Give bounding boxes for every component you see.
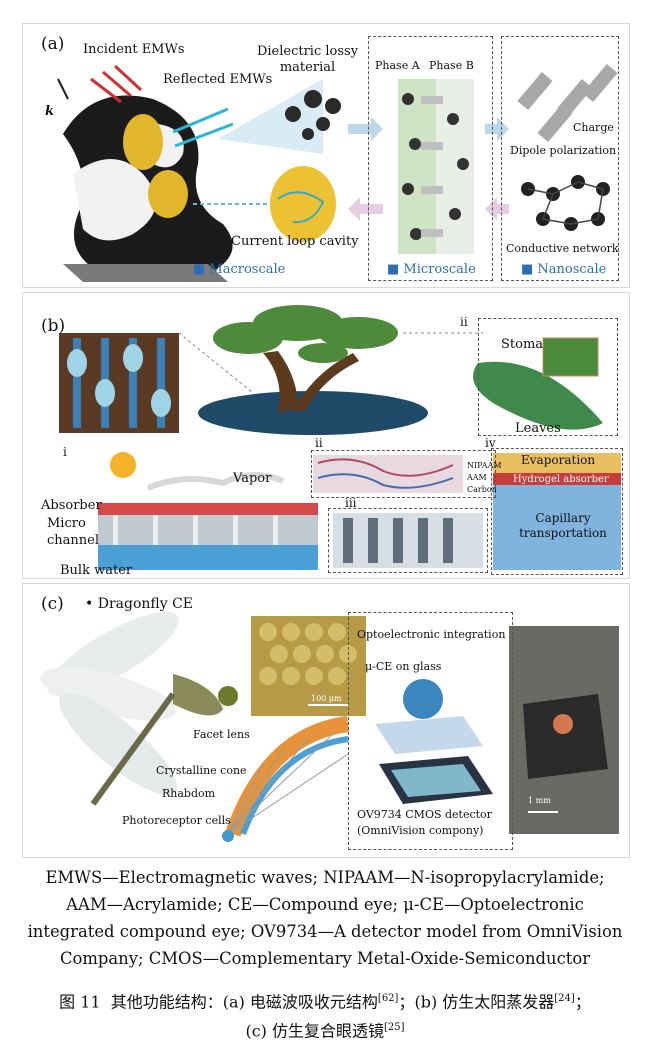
- ref-b: [24]: [554, 993, 575, 1004]
- column-detail-box: [328, 508, 488, 573]
- vapor-label: Vapor: [233, 471, 272, 486]
- microscale-box: [368, 36, 493, 281]
- caption-text-b: ；(b) 仿生太阳蒸发器: [398, 992, 555, 1012]
- caption-line-2: AAM—Acrylamide; CE—Compound eye; μ-CE—Op…: [66, 895, 584, 914]
- caption-line-1: EMWS—Electromagnetic waves; NIPAAM—N-iso…: [45, 868, 605, 887]
- dragonfly-text: Dragonfly CE: [97, 596, 194, 612]
- panel-b-illustration: [59, 305, 621, 570]
- microscale-label: ■ Microscale: [387, 262, 476, 277]
- panel-b: (b) ii Stoma Leaves i Vapor Absorber Mic…: [22, 292, 630, 579]
- panel-c-illustration: [40, 611, 619, 842]
- carbon-label: Carbon: [467, 485, 497, 494]
- ref-a: [62]: [377, 993, 399, 1004]
- caption-line-3: integrated compound eye; OV9734—A detect…: [27, 922, 623, 941]
- hydrogel-detail-box: [491, 448, 623, 575]
- ov-label: OV9734 CMOS detector: [357, 808, 492, 821]
- panel-b-label: (b): [41, 316, 66, 336]
- leaves-label: Leaves: [515, 421, 561, 436]
- figure-caption-line-2: (c) 仿生复合眼透镜[25]: [0, 1015, 650, 1044]
- caption-text-c: (c) 仿生复合眼透镜: [245, 1021, 384, 1041]
- ref-c: [25]: [384, 1022, 405, 1034]
- dragonfly-label: • Dragonfly CE: [85, 596, 194, 612]
- incident-label: Incident EMWs: [83, 42, 185, 57]
- abbreviation-caption: EMWS—Electromagnetic waves; NIPAAM—N-iso…: [0, 864, 650, 972]
- omni-label: (OmniVision compony): [357, 824, 484, 837]
- panel-c: (c) • Dragonfly CE 100 μm Facet lens Cry…: [22, 583, 630, 858]
- evaporation-label: Evaporation: [521, 453, 596, 467]
- nanoscale-text: Nanoscale: [537, 262, 607, 277]
- scale-1mm-label: 1 mm: [528, 796, 551, 805]
- panel-a: (a) Incident EMWs Reflected EMWs k Diele…: [22, 23, 630, 288]
- i-label: i: [63, 445, 67, 459]
- dipole-label: Dipole polarization: [510, 144, 617, 157]
- caption-line-4: Company; CMOS—Complementary Metal-Oxide-…: [59, 949, 591, 968]
- capillary-label: Capillary transportation: [519, 511, 607, 540]
- opto-box: [348, 612, 513, 850]
- charge-label: Charge: [573, 121, 614, 134]
- opto-label: Optoelectronic integration: [357, 628, 506, 641]
- rhabdom-label: Rhabdom: [162, 787, 216, 800]
- nanoscale-label: ■ Nanoscale: [521, 262, 607, 277]
- ii-top-label: ii: [460, 315, 468, 329]
- macroscale-label: ■ Macroscale: [193, 262, 286, 277]
- macroscale-text: Macroscale: [209, 262, 286, 277]
- scale-100-label: 100 μm: [311, 694, 342, 703]
- figure-caption: 图 11 其他功能结构：(a) 电磁波吸收元结构[62]；(b) 仿生太阳蒸发器…: [0, 986, 650, 1045]
- uce-label: μ-CE on glass: [365, 660, 442, 673]
- caption-text-a: 其他功能结构：(a) 电磁波吸收元结构: [110, 992, 378, 1012]
- figure-caption-line-1: 图 11 其他功能结构：(a) 电磁波吸收元结构[62]；(b) 仿生太阳蒸发器…: [0, 986, 650, 1015]
- micro-channel-label: Micro channel: [47, 516, 99, 548]
- panel-a-label: (a): [41, 34, 65, 54]
- bulk-water-label: Bulk water: [60, 563, 133, 578]
- photoreceptor-label: Photoreceptor cells: [122, 814, 231, 827]
- iii-label: iii: [345, 496, 357, 510]
- dielectric-label: Dielectric lossy material: [256, 44, 359, 75]
- microscale-text: Microscale: [403, 262, 476, 277]
- panel-c-label: (c): [41, 594, 64, 614]
- nipaam-label: NIPAAM: [467, 461, 502, 470]
- phase-a-label: Phase A: [375, 59, 420, 72]
- absorber-label: Absorber: [41, 498, 102, 513]
- leaf-detail-box: [478, 318, 618, 436]
- facet-label: Facet lens: [193, 728, 250, 741]
- figure-number: 图 11: [59, 992, 101, 1012]
- iv-label: iv: [485, 436, 496, 450]
- mesh-detail-box: [311, 450, 496, 498]
- ii-mid-label: ii: [315, 436, 323, 450]
- nanoscale-box: [501, 36, 619, 281]
- aam-label: AAM: [467, 473, 487, 482]
- current-loop-label: Current loop cavity: [231, 234, 359, 249]
- conductive-label: Conductive network: [506, 242, 619, 255]
- stoma-label: Stoma: [501, 337, 544, 352]
- k-label: k: [45, 104, 55, 119]
- caption-sep: ；: [574, 992, 591, 1012]
- panel-a-illustration: [57, 63, 618, 282]
- phase-b-label: Phase B: [429, 59, 474, 72]
- reflected-label: Reflected EMWs: [163, 72, 273, 87]
- crystalline-label: Crystalline cone: [156, 764, 247, 777]
- hydrogel-label: Hydrogel absorber: [513, 474, 609, 485]
